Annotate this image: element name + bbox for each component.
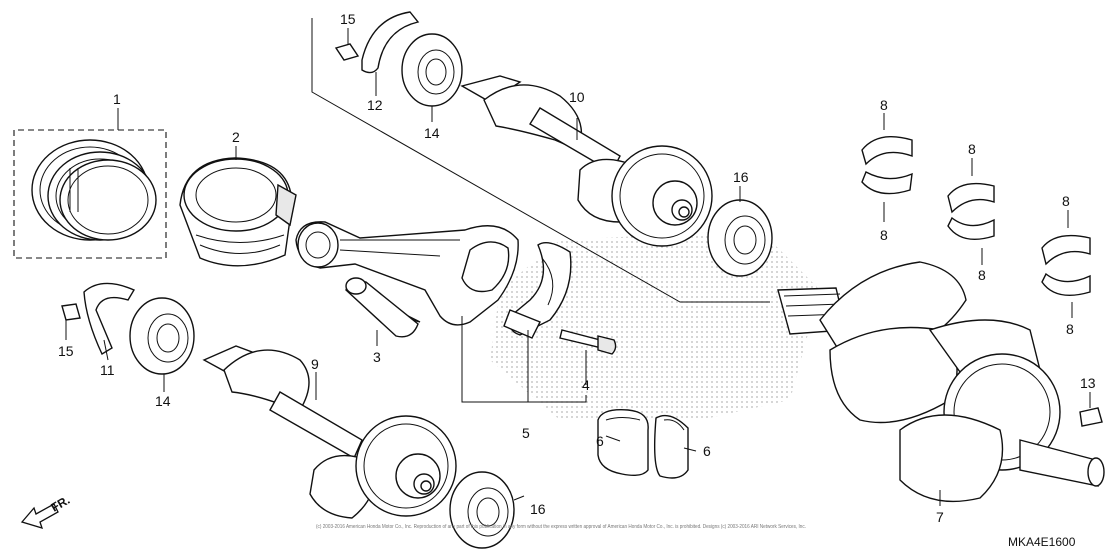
front-direction-arrow: FR. (20, 493, 72, 529)
callout-numbers: 1 2 3 4 5 6 6 7 8 8 8 8 8 8 9 10 11 12 1… (58, 11, 1096, 525)
crankshaft (777, 261, 1105, 503)
leader-lines (65, 28, 1091, 506)
balancer-shaft-lower (202, 345, 457, 519)
bearing-shells-8 (861, 136, 1091, 296)
callout-15b: 15 (58, 343, 74, 359)
retainer-plate-11 (83, 282, 136, 355)
callout-8d: 8 (978, 267, 986, 283)
balancer-shaft-upper (460, 75, 713, 247)
callout-8a: 8 (880, 97, 888, 113)
copyright-notice: (c) 2003-2016 American Honda Motor Co., … (316, 524, 806, 530)
bearing-shells-6 (597, 409, 689, 479)
callout-11: 11 (100, 362, 115, 378)
watermark-halftone (490, 230, 820, 420)
callout-6b: 6 (703, 443, 711, 459)
callout-13: 13 (1080, 375, 1096, 391)
callout-4: 4 (582, 377, 590, 393)
callout-10: 10 (569, 89, 585, 105)
bolt-15-upper (334, 43, 360, 61)
callout-1: 1 (113, 91, 121, 107)
piston-rings (13, 129, 167, 259)
callout-16b: 16 (530, 501, 546, 517)
woodruff-key (1079, 407, 1103, 427)
rod-bolt (559, 329, 617, 355)
ball-bearing-16-upper (707, 199, 773, 277)
piston-pin (345, 277, 421, 338)
bolt-15-lower (61, 303, 81, 321)
ball-bearing-14-upper (401, 33, 463, 107)
callout-5: 5 (522, 425, 530, 441)
callout-3: 3 (373, 349, 381, 365)
callout-15a: 15 (340, 11, 356, 27)
callout-7: 7 (936, 509, 944, 525)
piston (179, 157, 297, 267)
callout-8b: 8 (880, 227, 888, 243)
callout-12: 12 (367, 97, 383, 113)
ball-bearing-14-lower (129, 297, 195, 375)
rod-cap (503, 242, 572, 339)
callout-14a: 14 (424, 125, 440, 141)
retainer-plate-12 (361, 11, 420, 74)
assembly-bracket (461, 316, 587, 403)
assembly-guide-line (311, 18, 770, 303)
callout-8f: 8 (1066, 321, 1074, 337)
callout-16a: 16 (733, 169, 749, 185)
callout-8c: 8 (968, 141, 976, 157)
callout-2: 2 (232, 129, 240, 145)
ball-bearing-16-lower (449, 471, 515, 549)
connecting-rod (295, 221, 519, 326)
callout-14b: 14 (155, 393, 171, 409)
callout-8e: 8 (1062, 193, 1070, 209)
callout-9: 9 (311, 356, 319, 372)
diagram-code: MKA4E1600 (1008, 535, 1076, 549)
callout-6a: 6 (596, 433, 604, 449)
